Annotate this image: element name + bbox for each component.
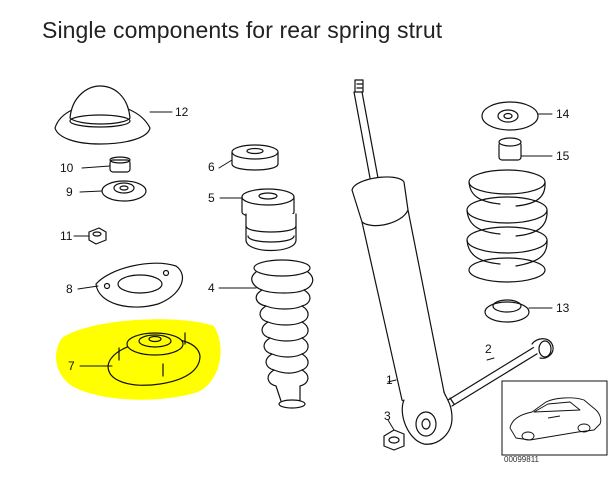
- part-11-nut: [88, 227, 107, 245]
- part-15-sleeve: [498, 137, 522, 161]
- car-silhouette-icon: [509, 397, 602, 441]
- part-9-washer: [101, 180, 147, 202]
- callout-4: 4: [208, 281, 215, 295]
- part-5-bump-stop: [241, 188, 297, 251]
- part-14-spring-seat: [481, 101, 539, 131]
- part-4-dust-boot: [251, 259, 314, 409]
- part-10-bushing: [109, 156, 131, 173]
- callout-15: 15: [556, 149, 570, 163]
- part-3-nut: [383, 429, 405, 451]
- callout-11: 11: [60, 229, 73, 243]
- callout-3: 3: [384, 409, 391, 423]
- part-2-bolt: [447, 338, 554, 407]
- callout-9: 9: [66, 185, 73, 199]
- page-title: Single components for rear spring strut: [42, 17, 443, 43]
- callout-2: 2: [485, 342, 492, 356]
- callout-labels: 12 10 9 11 8 7 6 5 4 1 2 3 14 15 13: [60, 105, 570, 423]
- callout-12: 12: [175, 105, 189, 119]
- part-7-support-mount: [56, 319, 221, 400]
- callout-10: 10: [60, 161, 74, 175]
- callout-14: 14: [556, 107, 570, 121]
- callout-8: 8: [66, 282, 73, 296]
- part-8-gasket: [95, 262, 183, 308]
- part-12-mount-cap: [54, 85, 151, 145]
- callout-6: 6: [208, 160, 215, 174]
- inset-part-number: 00099811: [504, 455, 540, 464]
- coil-spring: [466, 169, 548, 283]
- part-6-bump-cap: [231, 144, 279, 171]
- inset-car-box: 00099811: [501, 380, 608, 464]
- callout-1: 1: [386, 373, 393, 387]
- leader-lines: [73, 111, 553, 431]
- callout-7: 7: [68, 359, 75, 373]
- part-13-lower-seat: [484, 299, 530, 323]
- callout-13: 13: [556, 301, 570, 315]
- part-1-shock-absorber: [351, 79, 453, 445]
- callout-5: 5: [208, 191, 215, 205]
